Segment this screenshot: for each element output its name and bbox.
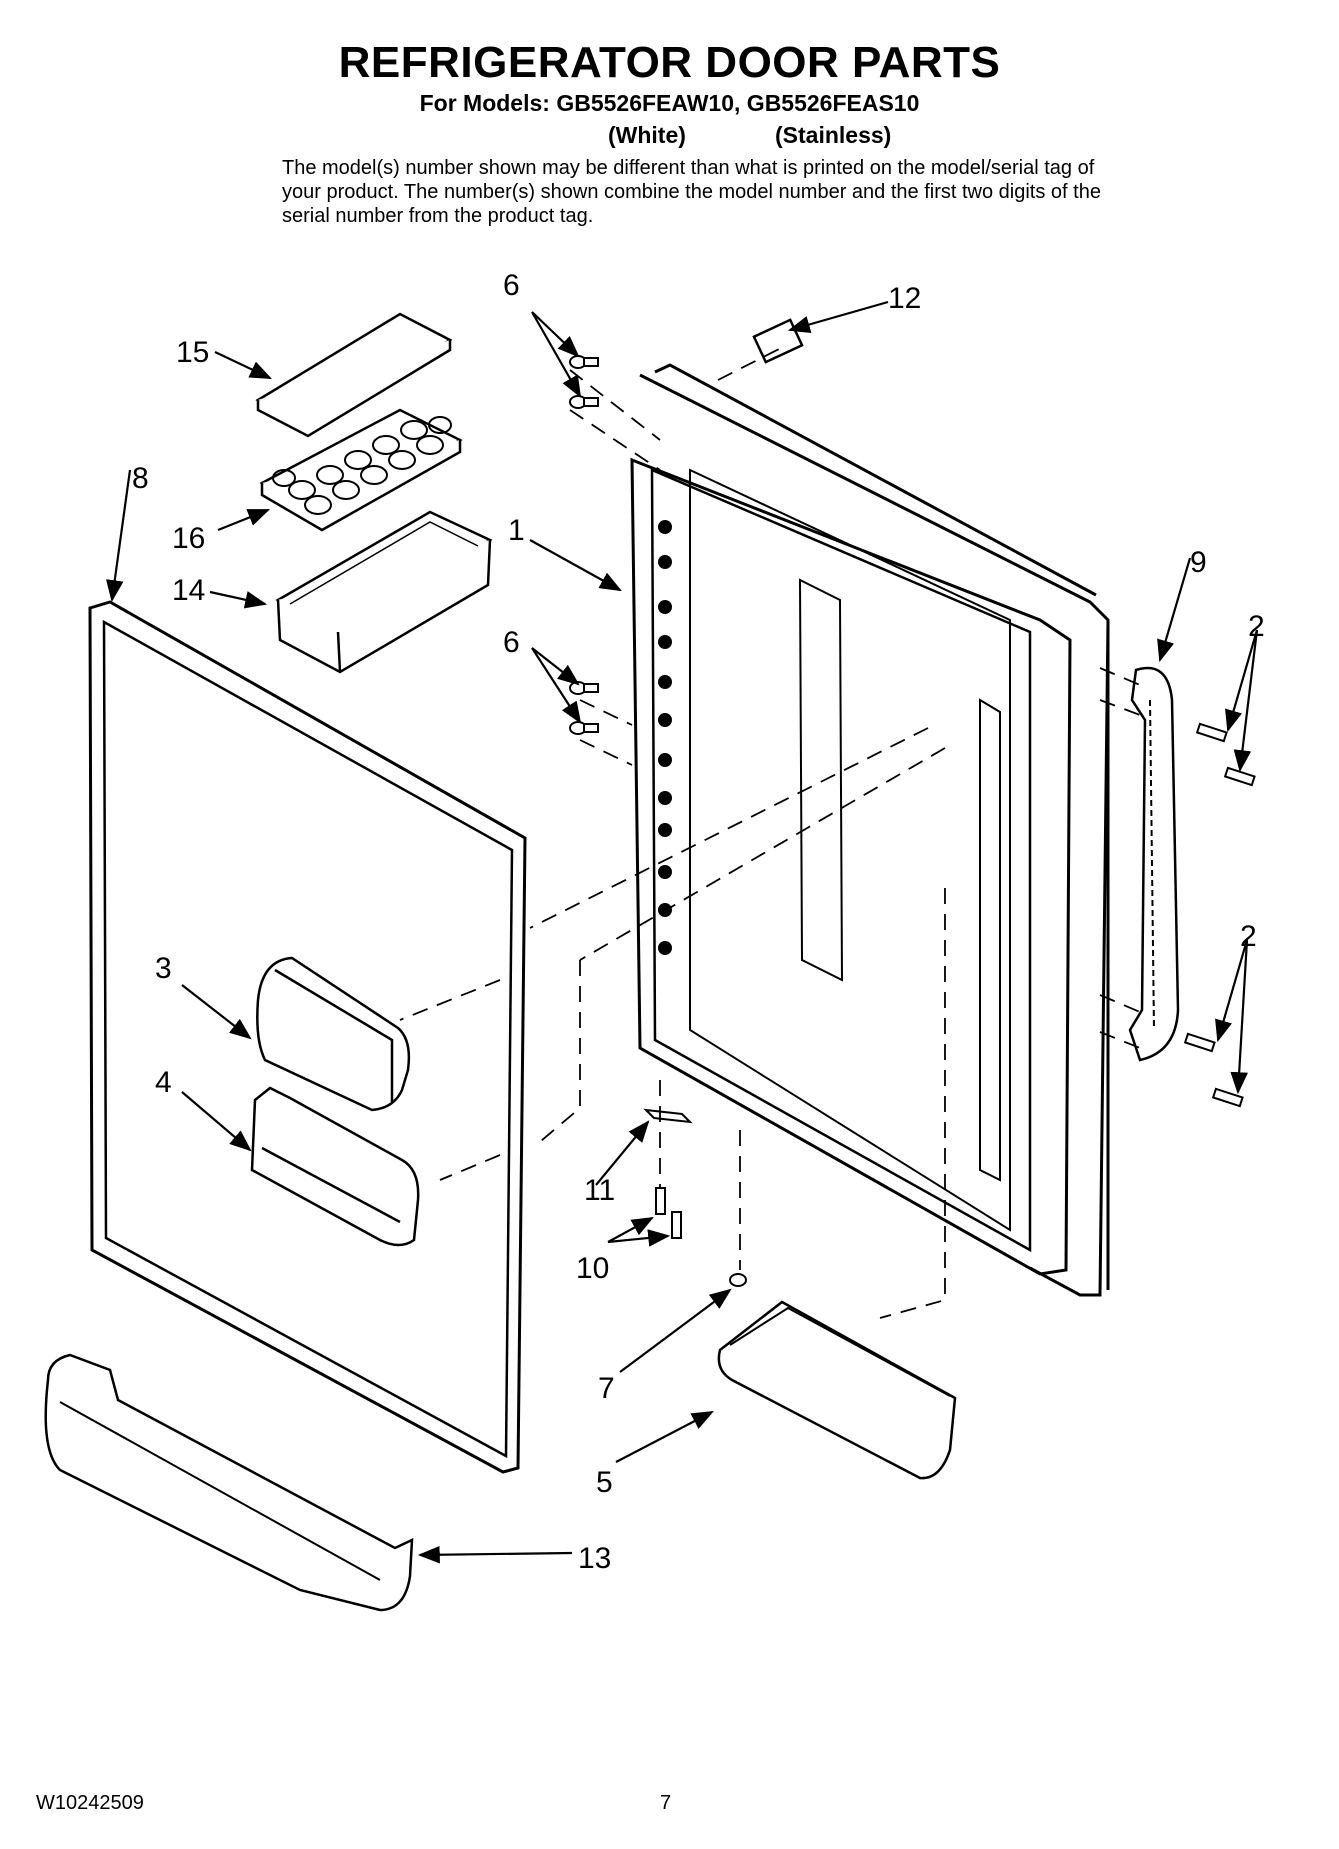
door-frame	[639, 363, 1110, 1297]
callout-14: 14	[172, 574, 205, 607]
callout-10: 10	[576, 1252, 609, 1285]
page-title: REFRIGERATOR DOOR PARTS	[338, 38, 1001, 87]
callout-9: 9	[1190, 546, 1207, 579]
screw-pair-middle	[569, 681, 599, 735]
door-bin	[717, 1300, 957, 1480]
callout-5: 5	[596, 1466, 613, 1499]
door-liner	[630, 457, 1072, 1276]
dispenser-housing	[256, 956, 411, 1112]
callout-11: 11	[584, 1174, 615, 1207]
callout-4: 4	[155, 1066, 172, 1099]
model-number-note: The model(s) number shown may be differe…	[282, 157, 1101, 227]
label-part	[752, 318, 804, 364]
page-number: 7	[660, 1792, 672, 1814]
variant-white-label: (White)	[608, 122, 686, 148]
callout-12: 12	[888, 282, 921, 315]
callout-6-upper: 6	[503, 269, 520, 302]
callout-7: 7	[598, 1372, 615, 1405]
callout-2-lower: 2	[1240, 920, 1257, 953]
document-number: W10242509	[36, 1792, 144, 1814]
egg-tray-cover	[255, 312, 453, 438]
leader-arrows	[105, 300, 1259, 1564]
callout-6-middle: 6	[503, 626, 520, 659]
callout-16: 16	[172, 522, 205, 555]
variant-stainless-label: (Stainless)	[775, 122, 892, 148]
callout-13: 13	[578, 1542, 611, 1575]
callout-2-upper: 2	[1248, 610, 1265, 643]
door-handle	[1128, 666, 1180, 1062]
models-line: For Models: GB5526FEAW10, GB5526FEAS10	[419, 90, 920, 116]
small-hardware	[643, 1108, 747, 1287]
bottom-door-bin	[44, 1353, 414, 1612]
egg-tray	[259, 408, 463, 532]
callout-8: 8	[132, 462, 149, 495]
callout-labels: 6 12 15 8 16 1 14 9 6 2 2 3 4 11 10 7 5 …	[132, 269, 1265, 1575]
dispenser-tray	[250, 1086, 420, 1247]
callout-3: 3	[155, 952, 172, 985]
callout-1: 1	[508, 514, 525, 547]
screw-pair-upper	[569, 355, 599, 409]
alignment-lines	[399, 345, 1141, 1319]
butter-bin	[275, 510, 493, 674]
shelf-retainer-row	[658, 520, 672, 955]
callout-15: 15	[176, 336, 209, 369]
handle-screws	[1183, 722, 1256, 1108]
